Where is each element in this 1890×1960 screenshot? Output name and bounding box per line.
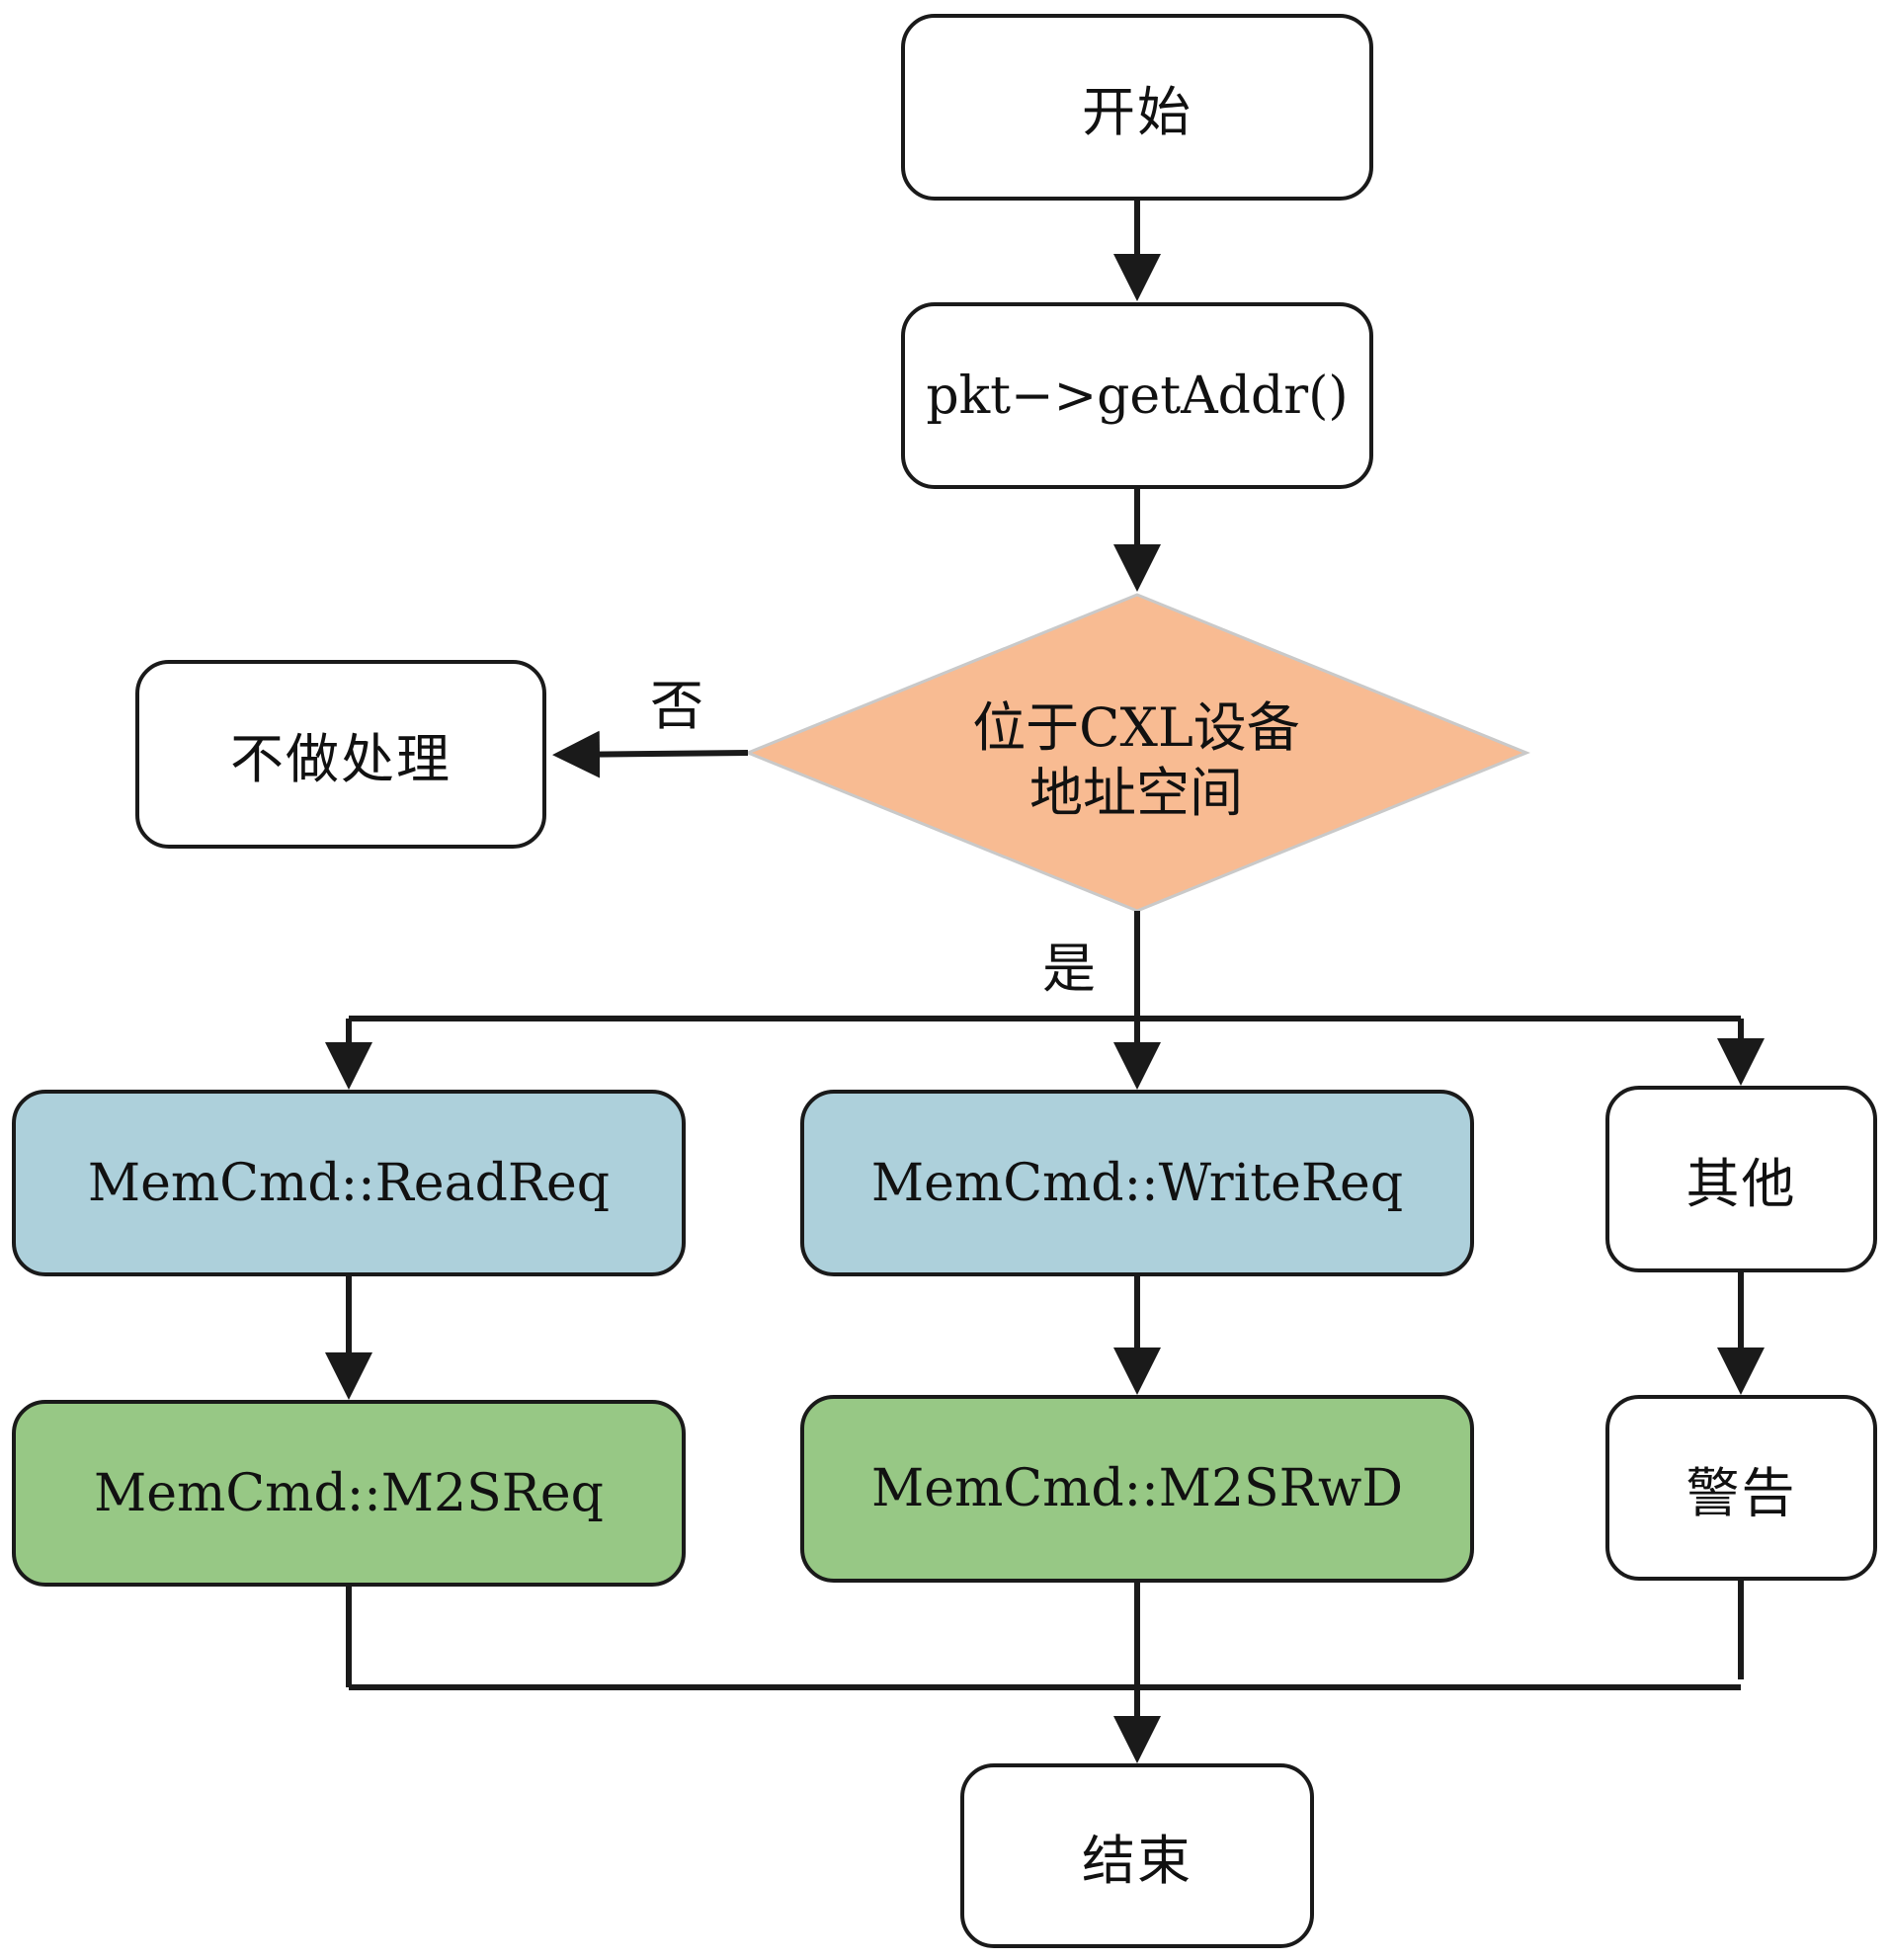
other-node: 其他 xyxy=(1605,1086,1877,1272)
read-req-node: MemCmd::ReadReq xyxy=(12,1090,686,1276)
write-req-label: MemCmd::WriteReq xyxy=(870,1153,1404,1213)
end-label: 结束 xyxy=(1082,1830,1192,1892)
start-label: 开始 xyxy=(1082,81,1192,143)
getaddr-node: pkt−>getAddr() xyxy=(901,302,1373,489)
other-label: 其他 xyxy=(1685,1153,1797,1215)
warning-label: 警告 xyxy=(1685,1461,1797,1524)
edge-decision-to-no-process xyxy=(552,730,749,778)
start-node: 开始 xyxy=(901,14,1373,201)
no-process-label: 不做处理 xyxy=(230,728,452,790)
no-process-node: 不做处理 xyxy=(135,660,546,849)
decision-label-line2: 地址空间 xyxy=(1029,762,1243,824)
read-req-label: MemCmd::ReadReq xyxy=(87,1153,611,1213)
write-req-node: MemCmd::WriteReq xyxy=(800,1090,1474,1276)
m2s-req-label: MemCmd::M2SReq xyxy=(94,1463,604,1523)
m2s-rwd-label: MemCmd::M2SRwD xyxy=(870,1459,1404,1518)
edge-label-yes: 是 xyxy=(1042,938,1096,1000)
end-node: 结束 xyxy=(960,1763,1314,1948)
m2s-req-node: MemCmd::M2SReq xyxy=(12,1400,686,1587)
warning-node: 警告 xyxy=(1605,1395,1877,1581)
decision-label-line1: 位于CXL设备 xyxy=(972,696,1300,759)
getaddr-label: pkt−>getAddr() xyxy=(926,366,1349,426)
m2s-rwd-node: MemCmd::M2SRwD xyxy=(800,1395,1474,1583)
edge-label-no: 否 xyxy=(650,675,703,737)
decision-label: 位于CXL设备 地址空间 xyxy=(909,692,1363,830)
